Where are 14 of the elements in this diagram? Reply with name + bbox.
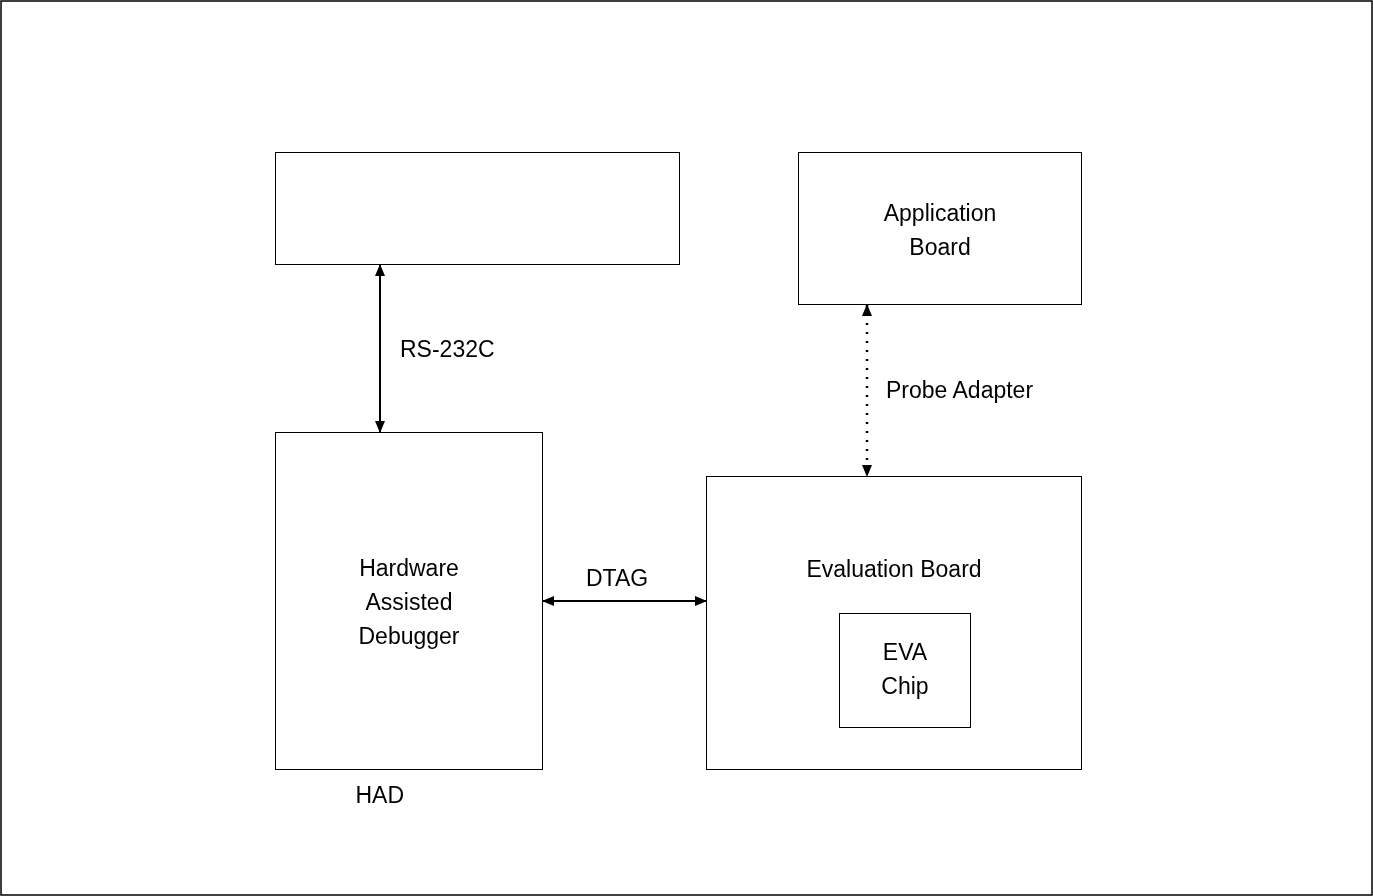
chip-box	[839, 613, 971, 728]
evaluation-board-box	[706, 476, 1082, 770]
node-label: Hardware Assisted Debugger	[357, 554, 461, 651]
node-caption: HAD	[355, 782, 405, 809]
edge-label: Probe Adapter	[884, 377, 1036, 404]
debugger-box	[275, 432, 543, 770]
node-label: Evaluation Board	[806, 555, 982, 584]
board-box	[798, 152, 1082, 305]
node-label: EVA Chip	[880, 638, 930, 701]
arrow	[862, 304, 872, 477]
arrow	[375, 264, 385, 433]
arrow	[542, 596, 707, 606]
computer-box	[275, 152, 680, 265]
node-label: Application Board	[882, 199, 998, 262]
